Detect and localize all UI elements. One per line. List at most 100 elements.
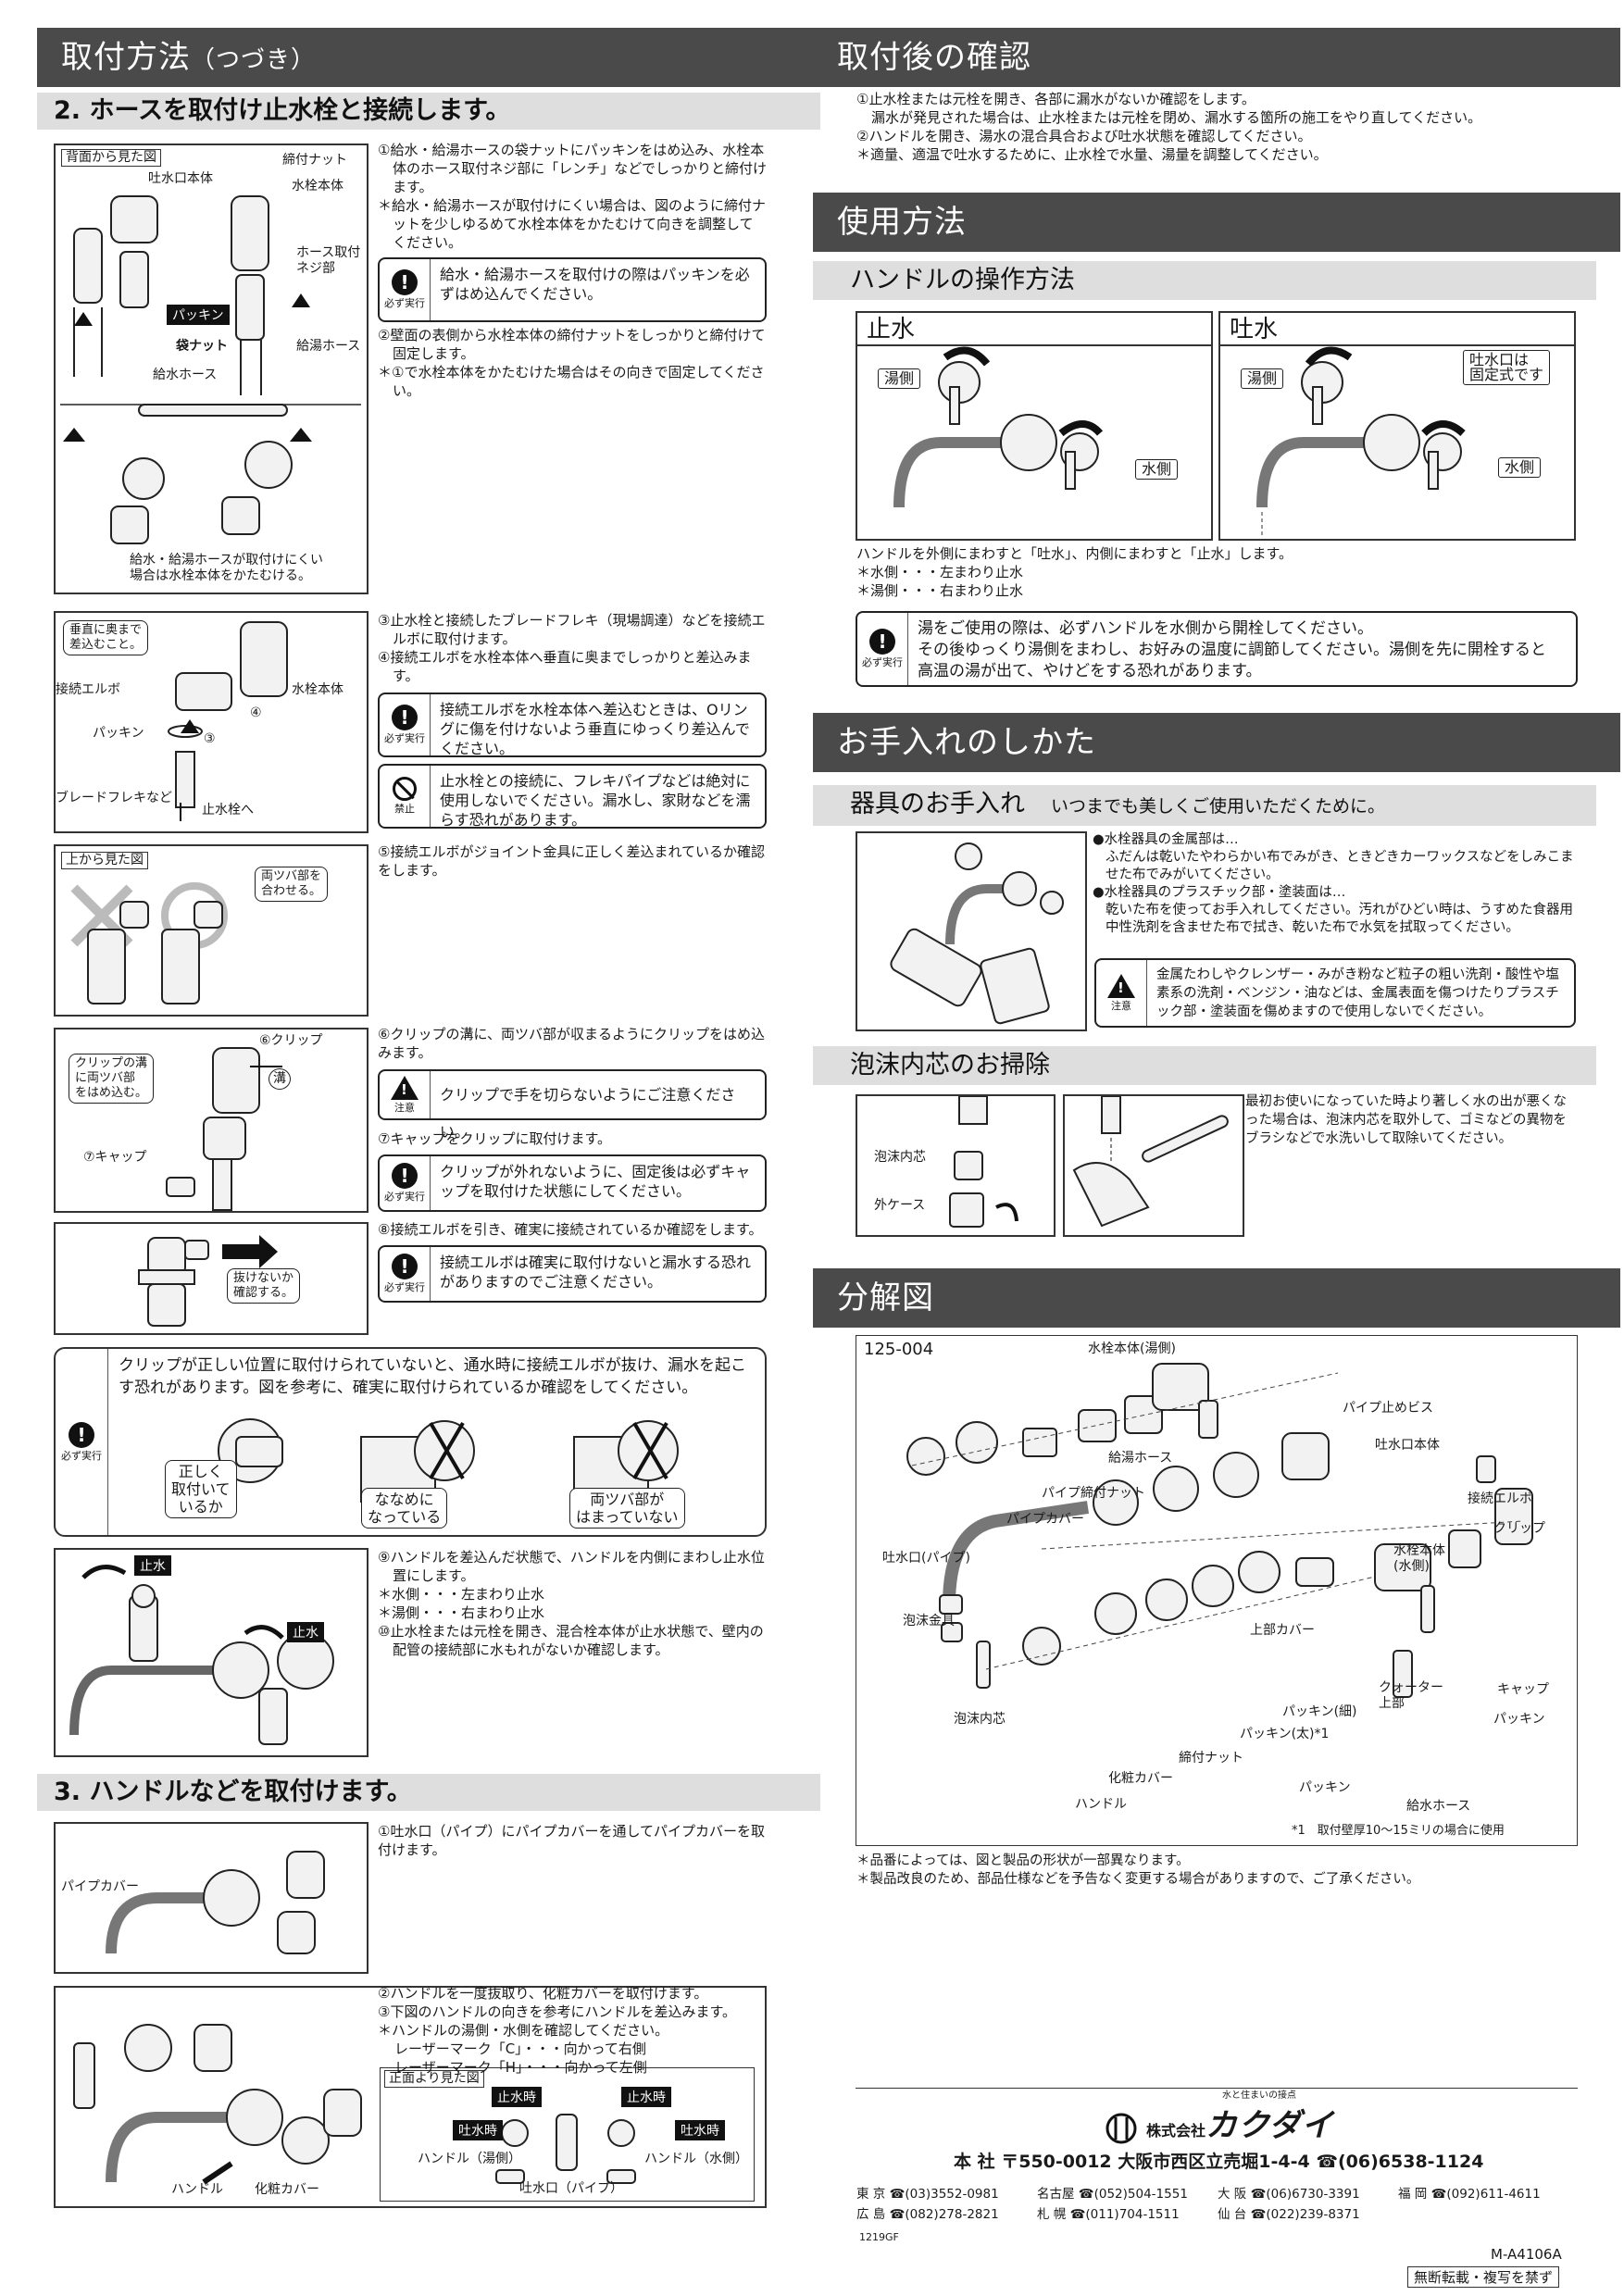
fig4-part-1: ⑥クリップ <box>259 1033 323 1048</box>
office-2: 名古屋 ☎(052)504-1551 <box>1037 2187 1188 2202</box>
aerator-title: 泡沫内芯のお掃除 <box>813 1046 1596 1085</box>
warn6-text: 接続エルボは確実に取付けないと漏水する恐れがありますのでご注意ください。 <box>440 1254 752 1291</box>
spout-box: 吐水 湯側 吐水口は 固定式です 水側 <box>1218 311 1576 541</box>
fig8-front-label: 正面より見た図 <box>384 2070 484 2088</box>
exclamation-icon: ! <box>392 705 418 730</box>
office-5: 広 島 ☎(082)278-2821 <box>856 2207 999 2222</box>
fig6-drawing <box>69 1565 334 1745</box>
warn-use-text: 湯をご使用の際は、必ずハンドルを水側から開栓してください。 その後ゆっくり湯側を… <box>918 619 1546 680</box>
warn1-icon-wrap: !必ず実行 <box>380 259 431 320</box>
fig1-drawing <box>60 195 361 544</box>
exploded-part-13: クォーター 上部 <box>1379 1680 1443 1711</box>
exploded-part-10: 水栓本体 (水側) <box>1393 1543 1445 1574</box>
office-1: 東 京 ☎(03)3552-0981 <box>856 2187 999 2202</box>
warn6-icon-wrap: ! 必ず実行 <box>380 1247 431 1301</box>
use-line-1: ハンドルを外側にまわすと「吐水」、内側にまわすと「止水」します。 <box>856 545 1293 562</box>
text3-line-1: ③止水栓と接続したブレードフレキ（現場調達）などを接続エルボに取付けます。 <box>378 612 766 647</box>
use-line-3: ＊湯側・・・右まわり止水 <box>856 582 1024 599</box>
fig1-part-1: 締付ナット <box>282 153 347 168</box>
bigwarn-tag-3: 両ツバ部が はまっていない <box>569 1488 685 1529</box>
text8: ⑨ハンドルを差込んだ状態で、ハンドルを内側にまわし止水位置にします。 ＊水側・・… <box>378 1548 767 1659</box>
use-text: ハンドルを外側にまわすと「吐水」、内側にまわすと「止水」します。 ＊水側・・・左… <box>856 544 1579 600</box>
office-6: 札 幌 ☎(011)704-1511 <box>1037 2207 1180 2222</box>
text10-line-4: レーザーマーク「C」・・・向かって右側 <box>394 2040 646 2057</box>
fig1-part-3: 水栓本体 <box>292 179 344 193</box>
fig8-part-1: ハンドル <box>171 2182 223 2197</box>
bigwarn-icon-wrap: !必ず実行 <box>56 1349 108 1535</box>
handle-title: ハンドルの操作方法 <box>813 261 1596 300</box>
exploded-part-12: 上部カバー <box>1250 1623 1315 1638</box>
confirm-line-1: ①止水栓または元栓を開き、各部に漏水がないか確認をします。 <box>856 91 1255 107</box>
bigwarn-tag-2: ななめに なっている <box>361 1488 448 1529</box>
text1-line-2: ＊給水・給湯ホースが取付けにくい場合は、図のように締付ナットを少しゆるめて水栓本… <box>378 197 766 251</box>
exploded-part-11: 泡沫金具 <box>903 1614 955 1628</box>
text8-line-3: ＊湯側・・・右まわり止水 <box>378 1604 545 1621</box>
care-drawing <box>890 842 1064 1025</box>
stop-box: 止水 湯側 水側 <box>856 311 1213 541</box>
code-right: M-A4106A <box>1491 2246 1562 2263</box>
exploded-box: 125-004 <box>856 1335 1578 1846</box>
confirm-line-3: ②ハンドルを開き、湯水の混合具合および吐水状態を確認してください。 <box>856 128 1312 144</box>
warn6-icon-label: 必ず実行 <box>384 1281 425 1293</box>
text10-line-2: ③下図のハンドルの向きを参考にハンドルを差込みます。 <box>378 2003 736 2020</box>
confirm-header: 取付後の確認 <box>813 28 1620 87</box>
fig3-drawing <box>70 882 228 1004</box>
fig1-part-8: 給水ホース <box>153 368 218 382</box>
warn5: !必ず実行 クリップが外れないように、固定後は必ずキャップを取付けた状態にしてく… <box>378 1154 767 1212</box>
text10-line-1: ②ハンドルを一度抜取り、化粧カバーを取付けます。 <box>378 1985 708 2002</box>
text2-line-2: ＊①で水栓本体をかたむけた場合はその向きで固定してください。 <box>378 364 765 399</box>
fig8-front-tag-4: 吐水時 <box>675 2120 725 2140</box>
fig5-drawing <box>138 1235 278 1327</box>
code-left: 1219GF <box>859 2231 899 2243</box>
warn6: ! 必ず実行 接続エルボは確実に取付けないと漏水する恐れがありますのでご注意くださ… <box>378 1245 767 1303</box>
company-tagline: 水と住まいの接点 <box>1222 2090 1296 2101</box>
exclamation-icon: ! <box>392 1254 418 1279</box>
care-header: お手入れのしかた <box>813 713 1620 772</box>
fig1-part-6: 袋ナット <box>176 339 228 354</box>
warn-use-icon-wrap: !必ず実行 <box>857 613 908 685</box>
exploded-note: *1 取付壁厚10〜15ミリの場合に使用 <box>1292 1824 1505 1838</box>
exploded-part-3: 吐水口本体 <box>1375 1438 1440 1453</box>
care-text: ●水栓器具の金属部は… ふだんは乾いたやわらかい布でみがき、ときどきカーワックス… <box>1093 831 1574 937</box>
exploded-part-9: 吐水口(パイプ) <box>882 1551 970 1566</box>
fig3-tag: 両ツバ部を 合わせる。 <box>255 867 329 902</box>
fig2-part-8: ③ <box>204 731 216 746</box>
care-line-2: ふだんは乾いたやわらかい布でみがき、ときどきカーワックスなどをしみこませた布でみ… <box>1106 850 1574 882</box>
fig8-front-tag-1: 止水時 <box>492 2087 542 2107</box>
fig1-box: 背面から見た図 締付ナット 吐水口本体 水栓本体 ホース取付 ネジ部 パッキン … <box>54 144 369 594</box>
text8-line-4: ⑩止水栓または元栓を開き、混合栓本体が止水状態で、壁内の配管の接続部に水もれがな… <box>378 1623 764 1658</box>
exploded-part-4: 給湯ホース <box>1108 1451 1173 1466</box>
care-title: 器具のお手入れ <box>850 790 1025 818</box>
notes: ＊品番によっては、図と製品の形状が一部異なります。 ＊製品改良のため、部品仕様な… <box>856 1852 1579 1889</box>
fig1-caption: 給水・給湯ホースが取付けにくい 場合は水栓本体をかたむける。 <box>130 553 324 583</box>
bigwarn-text: クリップが正しい位置に取付けられていないと、通水時に接続エルボが抜け、漏水を起こ… <box>119 1356 746 1397</box>
exploded-header: 分解図 <box>813 1268 1620 1328</box>
fig1-part-7: 給湯ホース <box>296 339 361 354</box>
exploded-part-6: パイプカバー <box>1006 1512 1084 1527</box>
caution-icon: ! <box>391 1075 418 1100</box>
warn3-icon-label: 禁止 <box>394 803 415 815</box>
exploded-part-18: パッキン <box>1493 1712 1545 1727</box>
warn4-text: クリップで手を切らないようにご注意ください。 <box>440 1086 736 1141</box>
logo-mark-icon <box>1106 2113 1137 2144</box>
logo-text-wrap: 水と住まいの接点 株式会社カクダイ <box>1146 2090 1334 2145</box>
spout-tag-yu: 湯側 <box>1241 368 1284 389</box>
prohibited-icon <box>393 777 417 801</box>
fig8-front-part-3: 吐水口（パイプ） <box>519 2181 623 2196</box>
fig8-front-part-2: ハンドル（水側） <box>644 2152 748 2166</box>
company-logo: 水と住まいの接点 株式会社カクダイ <box>1102 2090 1334 2145</box>
confirm-line-4: ＊適量、適温で吐水するために、止水栓で水量、湯量を調整してください。 <box>856 146 1328 163</box>
care-note: いつまでも美しくご使用いただくために。 <box>1051 796 1386 817</box>
aerator-text: 最初お使いになっていた時より著しく水の出が悪くなった場合は、泡沫内芯を取外して、… <box>1245 1094 1567 1146</box>
warn1-icon-label: 必ず実行 <box>384 297 425 309</box>
fig5-box: 抜けないか 確認する。 <box>54 1222 369 1335</box>
fig8-part-2: 化粧カバー <box>255 2182 319 2197</box>
fig7-label: パイプカバー <box>61 1879 139 1894</box>
aerator-fig-1: 泡沫内芯 外ケース <box>856 1094 1056 1237</box>
care-title-row: 器具のお手入れ いつまでも美しくご使用いただくために。 <box>813 785 1596 826</box>
aerator-drawing-1 <box>949 1096 1018 1228</box>
text3: ③止水栓と接続したブレードフレキ（現場調達）などを接続エルボに取付けます。 ④接… <box>378 611 767 685</box>
spout-drawing <box>1256 346 1466 535</box>
fig8-front-tag-2: 止水時 <box>621 2087 671 2107</box>
aerator-fig-2 <box>1063 1094 1244 1237</box>
